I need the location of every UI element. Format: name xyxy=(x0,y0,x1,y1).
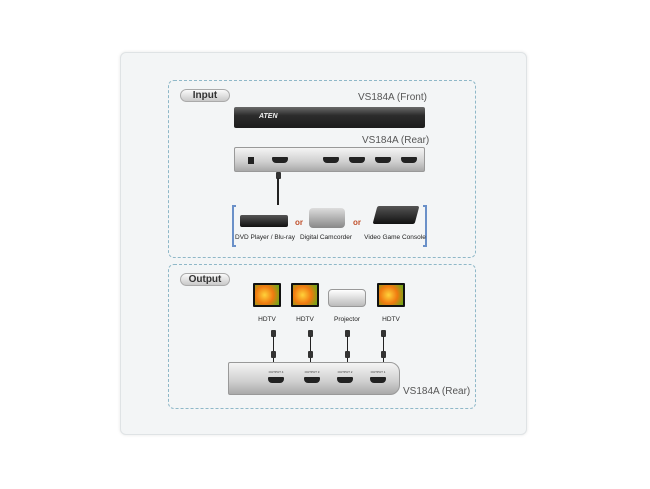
display-label: HDTV xyxy=(382,316,400,323)
source-label: Digital Camcorder xyxy=(300,234,353,241)
hdmi-plug xyxy=(345,351,350,358)
hdmi-output-port xyxy=(268,377,284,383)
hdtv-icon xyxy=(377,283,405,307)
vs184a-rear-panel-output: OUTPUT 4 OUTPUT 3 OUTPUT 2 OUTPUT 1 xyxy=(228,362,400,395)
output-section xyxy=(168,264,476,409)
bracket-right xyxy=(423,205,427,247)
game-console-icon xyxy=(372,206,420,224)
hdmi-output-port xyxy=(304,377,320,383)
hdmi-port xyxy=(401,157,417,163)
camcorder-icon xyxy=(309,208,345,228)
dvd-player-icon xyxy=(240,215,288,227)
source-label: DVD Player / Blu-ray xyxy=(235,234,295,241)
hdmi-plug xyxy=(276,172,281,179)
port-label: OUTPUT 3 xyxy=(304,370,320,374)
hdtv-icon xyxy=(253,283,281,307)
input-label: Input xyxy=(180,89,230,102)
hdmi-cable xyxy=(277,178,279,205)
hdmi-output-port xyxy=(370,377,386,383)
or-text: or xyxy=(353,218,361,227)
hdmi-plug xyxy=(381,351,386,358)
hdmi-plug xyxy=(308,351,313,358)
hdmi-output-port xyxy=(337,377,353,383)
hdtv-icon xyxy=(291,283,319,307)
port-label: OUTPUT 1 xyxy=(370,370,386,374)
port-label: OUTPUT 4 xyxy=(268,370,284,374)
hdmi-port xyxy=(349,157,365,163)
source-label: Video Game Console xyxy=(364,234,426,241)
bracket-left xyxy=(232,205,236,247)
display-label: HDTV xyxy=(258,316,276,323)
projector-icon xyxy=(328,289,366,307)
hdmi-plug xyxy=(345,330,350,337)
hdmi-port xyxy=(323,157,339,163)
hdmi-plug xyxy=(308,330,313,337)
display-label: Projector xyxy=(333,316,360,323)
vs184a-rear-panel-input xyxy=(234,147,425,172)
hdmi-input-port xyxy=(272,157,288,163)
hdmi-plug xyxy=(271,351,276,358)
output-label: Output xyxy=(180,273,230,286)
or-text: or xyxy=(295,218,303,227)
aten-logo: ATEN xyxy=(259,113,278,120)
power-jack-icon xyxy=(248,157,254,164)
front-title: VS184A (Front) xyxy=(358,92,427,103)
display-label: HDTV xyxy=(296,316,314,323)
input-section xyxy=(168,80,476,258)
rear-title-input: VS184A (Rear) xyxy=(362,135,430,146)
hdmi-plug xyxy=(381,330,386,337)
rear-title-output: VS184A (Rear) xyxy=(403,386,471,397)
hdmi-plug xyxy=(271,330,276,337)
port-label: OUTPUT 2 xyxy=(337,370,353,374)
vs184a-front-panel: ATEN xyxy=(234,107,425,128)
hdmi-port xyxy=(375,157,391,163)
